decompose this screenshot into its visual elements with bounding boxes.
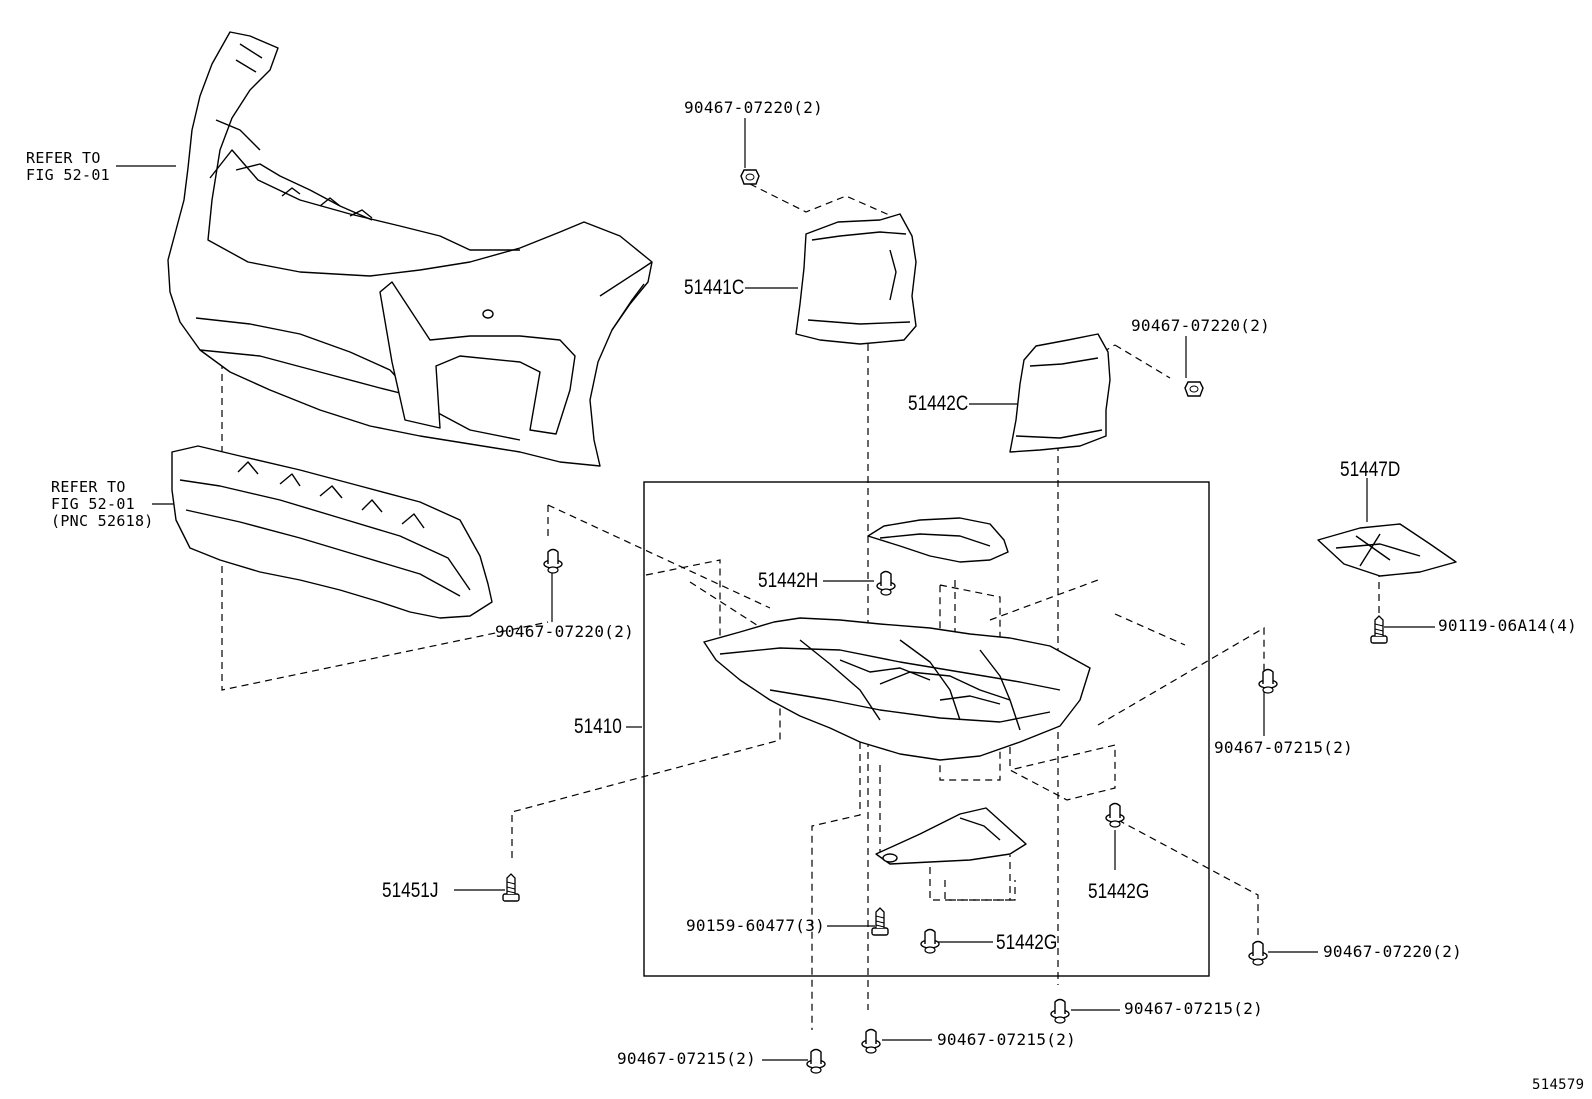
- fastener-screw-90159: [871, 907, 889, 936]
- guide-center-1: [939, 584, 1001, 781]
- diagram-id: 514579: [1532, 1077, 1585, 1093]
- fastener-clip-top: [740, 169, 760, 185]
- part-label-51451j: 51451J: [382, 879, 439, 902]
- part-label-51442h: 51442H: [758, 569, 819, 592]
- fastener-clip-left-mid: [543, 548, 563, 574]
- fastener-label-top: 90467-07220(2): [684, 98, 824, 117]
- fastener-clip-bot-left: [806, 1048, 826, 1074]
- part-label-51442g-b: 51442G: [996, 931, 1058, 954]
- part-label-51442c: 51442C: [908, 392, 969, 415]
- part-51441c-shape: [795, 213, 917, 345]
- guide-center-3: [811, 730, 861, 1030]
- guide-right-mid: [1097, 613, 1265, 726]
- fastener-label-left-mid: 90467-07220(2): [495, 622, 635, 641]
- fastener-51442g-b: [920, 928, 940, 954]
- guide-center-5: [929, 855, 1011, 901]
- lower-center-cover: [875, 807, 1027, 865]
- fastener-label-right-low: 90467-07220(2): [1323, 942, 1463, 961]
- assembly-frame: [643, 481, 1210, 977]
- fastener-51442g-a: [1105, 802, 1125, 828]
- part-label-51441c: 51441C: [684, 276, 745, 299]
- fastener-51442h: [876, 570, 896, 596]
- part-51410-shape: [703, 617, 1091, 761]
- guide-bottom-rect: [944, 880, 1016, 901]
- part-51442h-shape: [867, 517, 1009, 563]
- fastener-clip-bot-mid: [861, 1028, 881, 1054]
- fastener-label-right-mid: 90467-07215(2): [1214, 738, 1354, 757]
- guide-51441c-top: [749, 183, 897, 219]
- fastener-label-bot-mid: 90467-07215(2): [937, 1030, 1077, 1049]
- part-label-51447d: 51447D: [1340, 458, 1401, 481]
- fastener-clip-right-upper: [1184, 381, 1204, 397]
- guide-right-low: [1117, 819, 1259, 935]
- part-51447d-shape: [1317, 523, 1457, 577]
- fastener-clip-right-low: [1248, 940, 1268, 966]
- fastener-label-right-upper: 90467-07220(2): [1131, 316, 1271, 335]
- fastener-clip-bot-center: [1050, 998, 1070, 1024]
- lower-absorber: [171, 445, 493, 619]
- fastener-label-bot-left: 90467-07215(2): [617, 1049, 757, 1068]
- part-51442c-shape: [1009, 333, 1111, 453]
- refer-label-mid: REFER TO FIG 52-01 (PNC 52618): [51, 478, 154, 530]
- fastener-label-bot-center: 90467-07215(2): [1124, 999, 1264, 1018]
- fastener-label-90159: 90159-60477(3): [686, 916, 826, 935]
- front-bumper-cover: [167, 31, 653, 467]
- fastener-clip-right-mid: [1258, 668, 1278, 694]
- fastener-51451j: [502, 873, 520, 902]
- part-label-51410: 51410: [574, 715, 622, 738]
- guide-upper-left: [645, 559, 721, 640]
- fastener-screw-90119: [1370, 615, 1388, 644]
- refer-label-top: REFER TO FIG 52-01: [26, 149, 110, 184]
- fastener-label-90119: 90119-06A14(4): [1438, 616, 1578, 635]
- guide-clip-left: [547, 504, 771, 609]
- part-label-51442g-a: 51442G: [1088, 880, 1150, 903]
- guide-center-2: [1009, 735, 1116, 801]
